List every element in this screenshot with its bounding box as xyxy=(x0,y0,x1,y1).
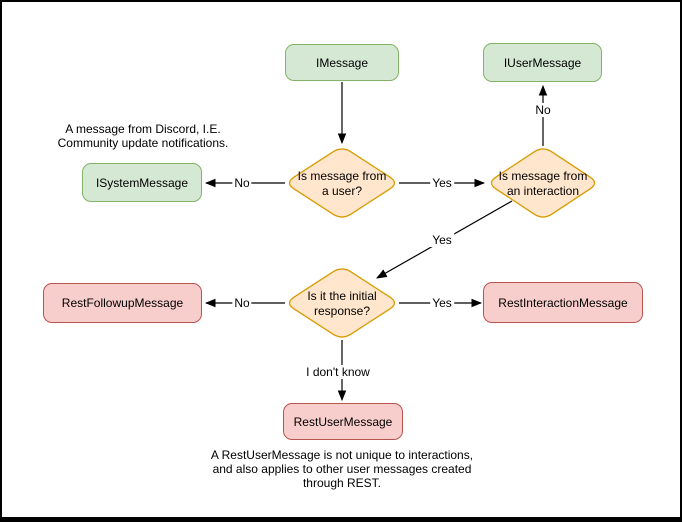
note-line: and also applies to other user messages … xyxy=(212,462,472,476)
node-restusermessage-label: RestUserMessage xyxy=(293,414,393,429)
edge-label-initial-no: No xyxy=(232,296,252,310)
node-iusermessage: IUserMessage xyxy=(483,43,602,82)
decision-line: Is it the initial xyxy=(307,289,377,303)
edge-label-interaction-no: No xyxy=(533,103,553,117)
node-restinteractionmessage: RestInteractionMessage xyxy=(483,282,643,323)
decision-is-from-interaction-label: Is message from an interaction xyxy=(499,169,588,199)
note-line: A message from Discord, I.E. xyxy=(65,122,221,136)
edge-label-user-no: No xyxy=(232,176,252,190)
note-restusermessage: A RestUserMessage is not unique to inter… xyxy=(182,448,502,490)
node-restinteractionmessage-label: RestInteractionMessage xyxy=(498,295,628,310)
note-line: Community update notifications. xyxy=(57,136,229,150)
edge-label-user-yes: Yes xyxy=(430,176,454,190)
node-restfollowupmessage-label: RestFollowupMessage xyxy=(61,296,184,310)
edge-label-interaction-yes: Yes xyxy=(430,233,454,247)
node-iusermessage-label: IUserMessage xyxy=(503,55,582,70)
node-isystemmessage: ISystemMessage xyxy=(82,163,202,202)
edge-label-initial-yes: Yes xyxy=(430,296,454,310)
node-imessage: IMessage xyxy=(285,44,399,81)
node-isystemmessage-label: ISystemMessage xyxy=(95,175,189,190)
decision-line: Is message from xyxy=(297,169,387,183)
decision-shape-is-from-interaction xyxy=(490,148,596,218)
decision-line: response? xyxy=(313,304,371,318)
decision-line: Is message from xyxy=(498,169,588,183)
decision-is-initial-response-label: Is it the initial response? xyxy=(307,289,376,319)
decision-is-from-user-label: Is message from a user? xyxy=(298,169,387,199)
edge-label-initial-unknown: I don't know xyxy=(304,365,372,379)
node-restusermessage: RestUserMessage xyxy=(283,403,403,440)
note-line: A RestUserMessage is not unique to inter… xyxy=(210,448,474,462)
decision-line: a user? xyxy=(321,184,363,198)
decision-line: an interaction xyxy=(506,184,580,198)
note-isystemmessage: A message from Discord, I.E. Community u… xyxy=(43,122,243,150)
decision-shape-is-from-user xyxy=(288,148,396,218)
decision-shape-is-initial-response xyxy=(288,268,396,338)
note-line: through REST. xyxy=(302,476,382,490)
node-imessage-label: IMessage xyxy=(315,55,369,70)
node-restfollowupmessage: RestFollowupMessage xyxy=(43,283,202,323)
